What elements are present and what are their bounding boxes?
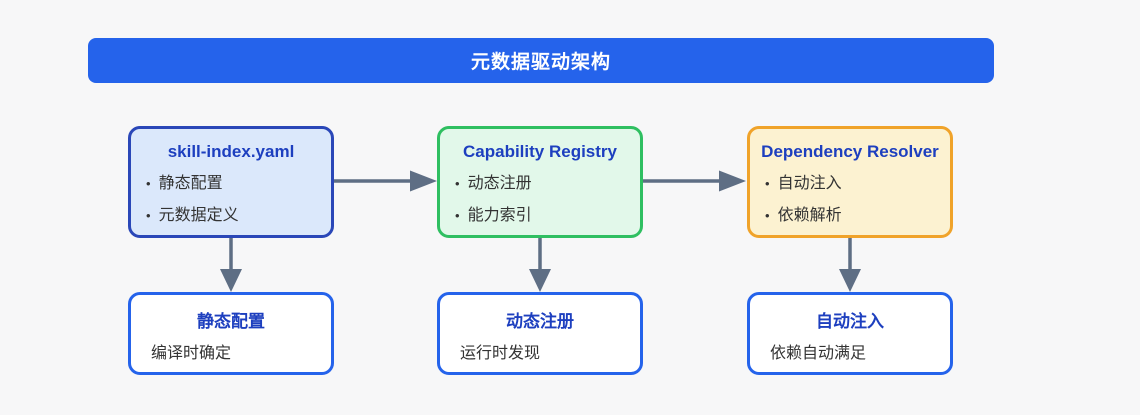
arrow-down-icon [220,238,242,292]
node-skill-index-yaml: skill-index.yaml • 静态配置 • 元数据定义 [128,126,334,238]
list-item: • 静态配置 [146,168,331,200]
node-dependency-resolver: Dependency Resolver • 自动注入 • 依赖解析 [747,126,953,238]
arrow-right-icon [334,170,437,192]
node-dynamic-register-result: 动态注册 运行时发现 [437,292,643,375]
list-item: • 能力索引 [455,200,640,232]
node-subtitle: 运行时发现 [460,345,541,362]
bullet-text: 静态配置 [158,175,223,192]
node-capability-registry: Capability Registry • 动态注册 • 能力索引 [437,126,643,238]
bullet-text: 动态注册 [467,175,532,192]
arrow-down-icon [839,238,861,292]
bullet-list: • 静态配置 • 元数据定义 [131,168,331,232]
list-item: • 元数据定义 [146,200,331,232]
node-title: Dependency Resolver [761,142,939,161]
node-title: 动态注册 [506,312,574,331]
bullet-text: 能力索引 [467,207,532,224]
bullet-icon: • [765,176,770,191]
bullet-list: • 动态注册 • 能力索引 [440,168,640,232]
list-item: • 自动注入 [765,168,950,200]
arrow-right-icon [643,170,746,192]
bullet-icon: • [455,176,460,191]
node-auto-inject-result: 自动注入 依赖自动满足 [747,292,953,375]
node-title: Capability Registry [463,142,617,161]
node-title: skill-index.yaml [167,142,295,161]
bullet-icon: • [146,176,151,191]
bullet-list: • 自动注入 • 依赖解析 [750,168,950,232]
node-subtitle: 编译时确定 [151,345,232,362]
arrow-down-icon [529,238,551,292]
list-item: • 动态注册 [455,168,640,200]
node-title: 自动注入 [816,312,884,331]
bullet-icon: • [146,208,151,223]
bullet-icon: • [765,208,770,223]
diagram-title-bar: 元数据驱动架构 [88,38,994,83]
bullet-text: 依赖解析 [777,207,842,224]
node-subtitle: 依赖自动满足 [770,345,867,362]
diagram-title: 元数据驱动架构 [470,52,611,73]
bullet-text: 元数据定义 [158,207,239,224]
node-title: 静态配置 [197,312,265,331]
bullet-icon: • [455,208,460,223]
bullet-text: 自动注入 [777,175,842,192]
node-static-config-result: 静态配置 编译时确定 [128,292,334,375]
list-item: • 依赖解析 [765,200,950,232]
